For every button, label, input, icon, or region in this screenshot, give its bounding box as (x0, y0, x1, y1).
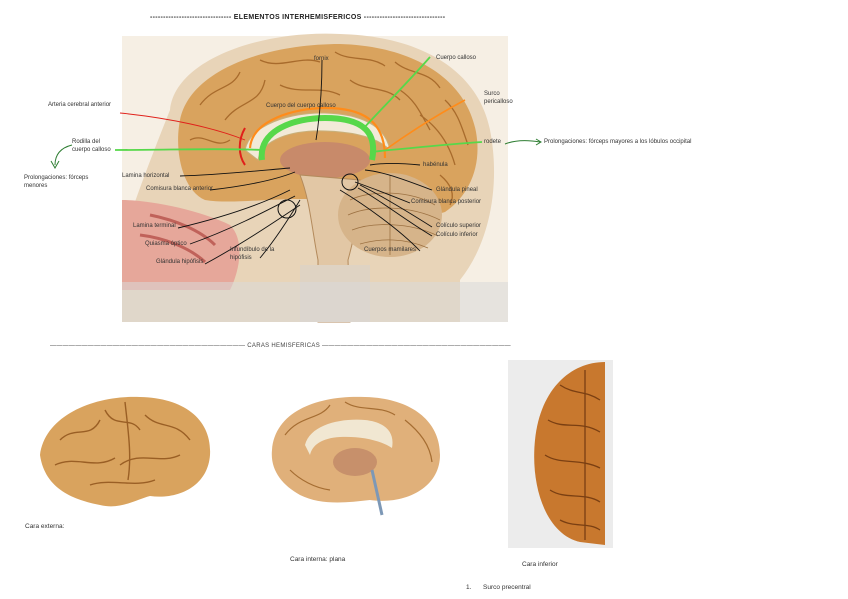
label-cuerpo-del-cuerpo-calloso: Cuerpo del cuerpo calloso (266, 103, 336, 109)
label-cuerpo-calloso: Cuerpo calloso (436, 55, 477, 61)
label-arteria-cerebral-anterior: Arteria cerebral anterior (48, 102, 112, 108)
label-prolongaciones-forceps-menores: Prolongaciones: fórceps menores (24, 175, 89, 189)
label-coliculo-inferior: Colículo inferior (436, 232, 478, 238)
label-glandula-hipofisis: Glándula hipófisis (156, 259, 204, 265)
label-comisura-blanca-anterior: Comisura blanca anterior (146, 186, 214, 192)
label-prolongaciones-forceps-mayores: Prolongaciones: fórceps mayores a los ló… (544, 139, 692, 145)
caption-cara-externa: Cara externa: (25, 523, 65, 530)
list-item-text: Surco precentral (483, 584, 531, 591)
label-habenula: habénula (423, 162, 448, 168)
caption-cara-inferior: Cara inferior (522, 561, 558, 568)
section-heading-caras-hemisfericas: ——————————————————————————————— CARAS HE… (50, 343, 511, 349)
brain-lateral-view (40, 396, 211, 507)
label-coliculo-superior: Colículo superior (436, 223, 482, 229)
label-rodilla-cuerpo-calloso: Rodilla del cuerpo calloso (72, 139, 111, 153)
label-glandula-pineal: Glándula pineal (436, 187, 478, 193)
label-fornix: fornix (314, 56, 329, 62)
label-comisura-blanca-posterior: Comisura blanca posterior (411, 199, 482, 205)
brain-medial-view (271, 396, 440, 516)
label-lamina-horizontal: Lamina horizontal (122, 173, 170, 179)
label-lamina-terminal: Lamina terminal (133, 223, 176, 229)
section-heading-interhemispheric: ------------------------------- ELEMENTO… (150, 14, 446, 21)
label-quiasma-optico: Quiasma óptico (145, 241, 187, 247)
label-cuerpos-mamilares: Cuerpos mamilares (364, 247, 417, 253)
label-surco-pericalloso: Surco pericalloso (484, 91, 513, 105)
caption-cara-interna: Cara interna: plana (290, 556, 346, 563)
label-infundibulo-hipofisis: Infundíbulo de la hipófisis (230, 247, 275, 261)
list-item: 1. Surco precentral (466, 584, 531, 591)
list-item-number: 1. (466, 584, 472, 591)
brain-inferior-view (508, 360, 613, 548)
label-rodete: rodete (484, 139, 502, 145)
